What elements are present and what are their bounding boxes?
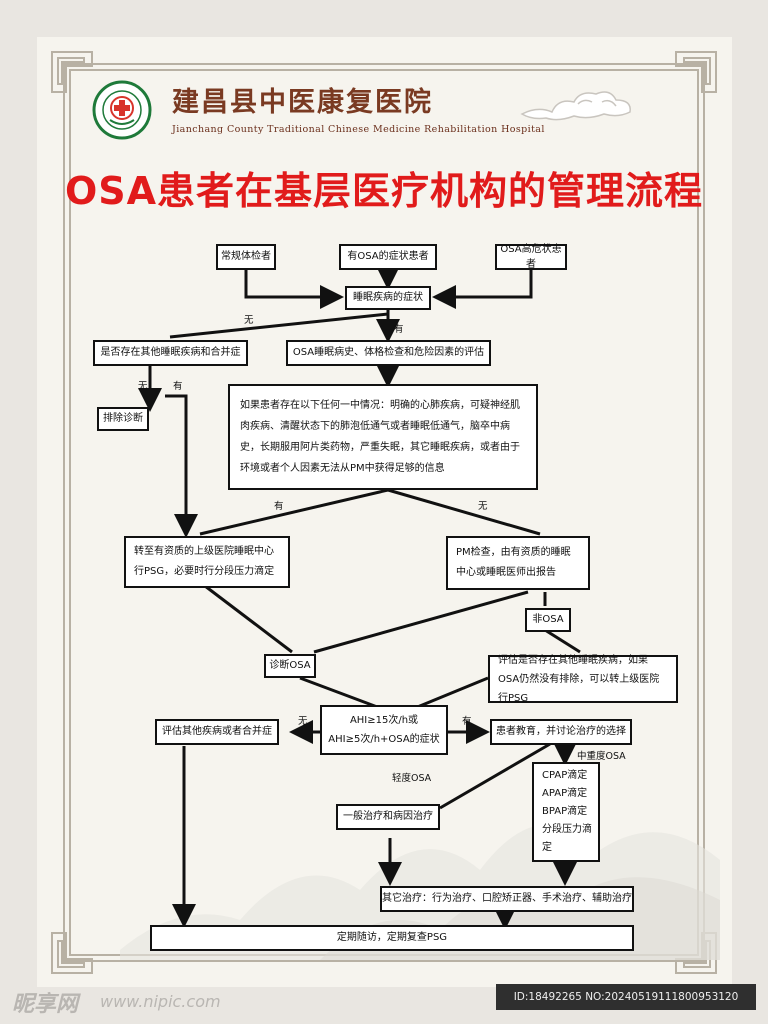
moderate-severe-label: 中重度OSA — [577, 751, 626, 762]
label-yes-4: 有 — [462, 716, 472, 727]
titration-cpap: CPAP滴定 — [542, 770, 588, 781]
image-id-bar: ID:18492265 NO:20240519111800953120 — [496, 984, 756, 1010]
label-none-4: 无 — [298, 716, 308, 727]
label-none-3: 无 — [478, 501, 488, 512]
osa-assessment-box: OSA睡眠病史、体格检查和危险因素的评估 — [286, 340, 491, 366]
followup-box: 定期随访，定期复查PSG — [150, 925, 634, 951]
other-treatments-box: 其它治疗：行为治疗、口腔矫正器、手术治疗、辅助治疗 — [380, 886, 634, 912]
watermark-logo-text: 昵享网 — [12, 992, 79, 1017]
label-none-1: 无 — [244, 315, 254, 326]
titration-apap: APAP滴定 — [542, 788, 588, 799]
titration-bpap: BPAP滴定 — [542, 806, 588, 817]
transfer-psg-box: 转至有资质的上级医院睡眠中心行PSG，必要时行分段压力滴定 — [124, 536, 290, 588]
high-risk-box: OSA高危状患者 — [495, 244, 567, 270]
routine-exam-box: 常规体检者 — [216, 244, 276, 270]
diagnose-osa-box: 诊断OSA — [264, 654, 316, 678]
hospital-logo — [92, 80, 152, 140]
titration-segmented: 分段压力滴定 — [542, 824, 592, 853]
page-title: OSA患者在基层医疗机构的管理流程 — [64, 169, 704, 213]
hospital-name: 建昌县中医康复医院 — [172, 87, 433, 118]
label-yes-1: 有 — [394, 324, 404, 335]
general-treatment-box: 一般治疗和病因治疗 — [336, 804, 440, 830]
evaluate-other-box: 评估是否存在其他睡眠疾病，如果OSA仍然没有排除，可以转上级医院行PSG — [488, 655, 678, 704]
cloud-ornament — [520, 91, 631, 121]
other-sleep-check-box: 是否存在其他睡眠疾病和合并症 — [93, 340, 248, 366]
conditions-box: 如果患者存在以下任何一中情况：明确的心肺疾病，可疑神经肌肉疾病、清醒状态下的肺泡… — [228, 384, 538, 490]
watermark-url: www.nipic.com — [100, 992, 221, 1011]
exclude-diagnosis-box: 排除诊断 — [97, 407, 149, 431]
symptom-patients-box: 有OSA的症状患者 — [339, 244, 437, 270]
pm-check-box: PM检查，由有资质的睡眠中心或睡眠医师出报告 — [446, 536, 590, 590]
label-none-2: 无 — [138, 381, 148, 392]
mild-label: 轻度OSA — [392, 773, 432, 784]
patient-education-box: 患者教育，并讨论治疗的选择 — [490, 719, 632, 745]
sleep-symptoms-box: 睡眠疾病的症状 — [345, 286, 431, 310]
evaluate-comorbid-box: 评估其他疾病或者合并症 — [155, 719, 279, 745]
label-yes-3: 有 — [274, 501, 284, 512]
label-yes-2: 有 — [173, 381, 183, 392]
non-osa-box: 非OSA — [525, 608, 571, 632]
ahi-line-2: AHI≥5次/h+OSA的症状 — [328, 734, 440, 745]
ahi-line-1: AHI≥15次/h或 — [349, 715, 419, 726]
titration-box: CPAP滴定 APAP滴定 BPAP滴定 分段压力滴定 — [532, 762, 600, 862]
hospital-name-en: Jianchang County Traditional Chinese Med… — [172, 124, 545, 135]
ahi-criteria-box: AHI≥15次/h或 AHI≥5次/h+OSA的症状 — [320, 705, 448, 755]
